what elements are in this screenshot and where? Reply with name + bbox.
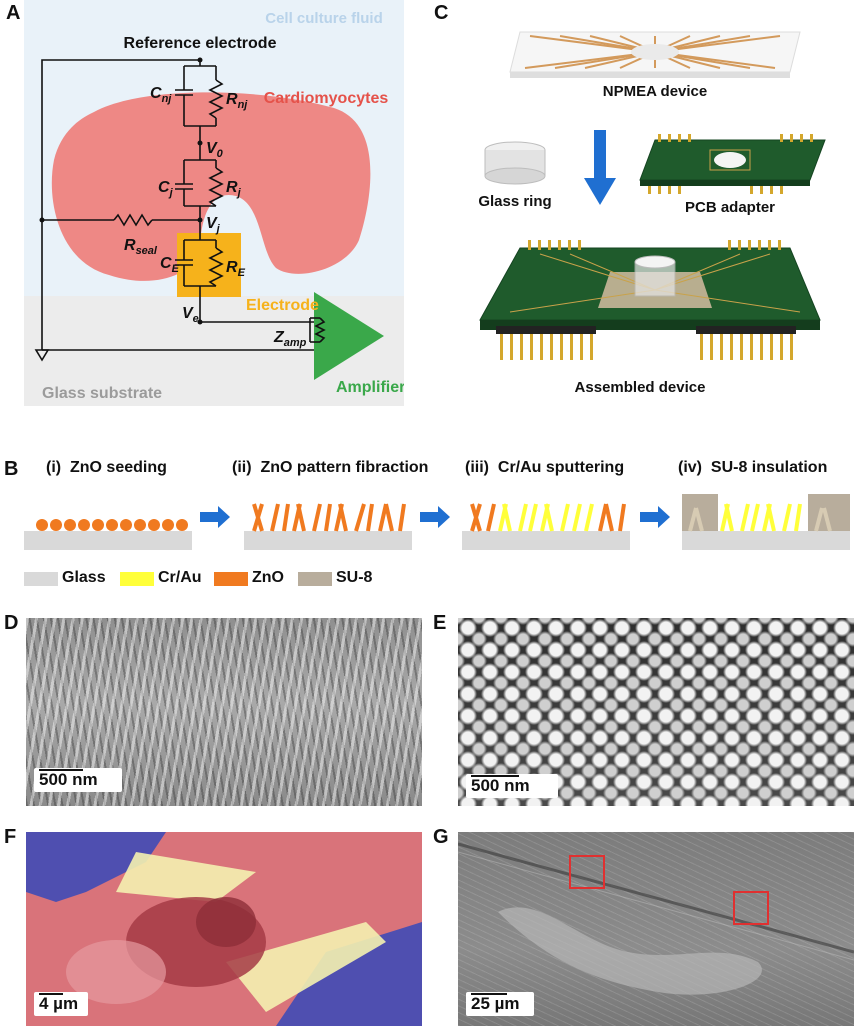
panel-c-assembly: NPMEA device Glass ring [430, 0, 858, 410]
fabrication-illustration [24, 494, 850, 550]
scale-bar-d: 500 nm [34, 768, 122, 792]
legend-swatch-zno [214, 572, 248, 586]
assembled-device-icon [479, 240, 821, 360]
svg-text:RE: RE [226, 259, 246, 279]
step-3-label: (iii) Cr/Au sputtering [465, 459, 625, 476]
panel-a-circuit: Cell culture fluid Reference electrode C… [24, 0, 405, 406]
sym-re: R [226, 259, 238, 276]
circuit-diagram: Cell culture fluid Reference electrode C… [24, 0, 405, 406]
scale-bar-f: 4 µm [34, 992, 88, 1016]
svg-text:V0: V0 [206, 140, 224, 160]
arrow-right-icon [420, 506, 450, 528]
legend-swatch-crau [120, 572, 154, 586]
arrow-right-icon [200, 506, 230, 528]
panel-letter-e: E [433, 612, 447, 634]
material-legend: Glass Cr/Au ZnO SU-8 [24, 568, 584, 590]
svg-text:Vj: Vj [206, 215, 221, 235]
glass-ring-label: Glass ring [478, 193, 551, 210]
panel-letter-d: D [4, 612, 19, 634]
sem-image-g: 25 µm [458, 832, 854, 1026]
legend-label-glass: Glass [62, 569, 106, 586]
svg-text:Rnj: Rnj [226, 91, 248, 111]
panel-b-fabrication: (i) ZnO seeding (ii) ZnO pattern fibract… [0, 456, 858, 596]
scale-bar-g: 25 µm [466, 992, 534, 1016]
assembled-device-label: Assembled device [575, 379, 706, 396]
npmea-label: NPMEA device [603, 83, 707, 100]
cardiomyocyte-shape [51, 92, 371, 281]
panel-letter-f: F [4, 826, 17, 848]
sym-zamp: Z [273, 329, 285, 346]
svg-text:CE: CE [160, 255, 180, 275]
zno-seed-dots [36, 519, 188, 531]
arrow-right-icon [640, 506, 670, 528]
panel-letter-c: C [434, 2, 449, 24]
glass-substrate-label: Glass substrate [42, 385, 162, 402]
sym-rseal: R [124, 237, 136, 254]
step-1-label: (i) ZnO seeding [46, 459, 167, 476]
sym-rnj: R [226, 91, 238, 108]
svg-text:Rj: Rj [226, 179, 242, 199]
legend-label-zno: ZnO [252, 569, 284, 586]
glass-ring-icon [484, 141, 546, 185]
step-4-label: (iv) SU-8 insulation [678, 459, 828, 476]
electrode-label: Electrode [246, 297, 319, 314]
pcb-adapter-icon [639, 134, 826, 194]
false-color-sem [26, 832, 422, 1026]
sym-vj: V [206, 215, 218, 232]
svg-text:Zamp: Zamp [273, 329, 307, 349]
svg-text:Cj: Cj [158, 179, 174, 199]
sem-image-d: 500 nm [26, 618, 422, 806]
sym-cnj: C [150, 85, 162, 102]
sem-image-f: 4 µm [26, 832, 422, 1026]
svg-text:Ve: Ve [182, 305, 199, 325]
pcb-adapter-label: PCB adapter [685, 199, 775, 216]
highlight-box-1 [569, 855, 605, 889]
panel-letter-g: G [433, 826, 449, 848]
legend-label-su8: SU-8 [336, 569, 373, 586]
legend-swatch-su8 [298, 572, 332, 586]
sym-cj: C [158, 179, 170, 196]
cardiomyocytes-label: Cardiomyocytes [264, 90, 389, 107]
panel-letter-a: A [6, 2, 21, 24]
highlight-box-2 [733, 891, 769, 925]
amplifier-triangle [314, 292, 384, 380]
sym-ce: C [160, 255, 172, 272]
legend-label-crau: Cr/Au [158, 569, 202, 586]
zno-nanorods [252, 503, 406, 532]
sem-image-e: 500 nm [458, 618, 854, 806]
down-arrow-icon [584, 130, 616, 205]
scale-bar-e: 500 nm [466, 774, 558, 798]
assembly-illustration: NPMEA device Glass ring [478, 31, 826, 396]
svg-text:Cnj: Cnj [150, 85, 172, 105]
cell-fluid-label: Cell culture fluid [265, 10, 383, 27]
sym-rj: R [226, 179, 238, 196]
panel-letter-b: B [4, 458, 19, 480]
step-2-label: (ii) ZnO pattern fibraction [232, 459, 429, 476]
sym-ve: V [182, 305, 194, 322]
sem-overview [458, 842, 854, 995]
legend-swatch-glass [24, 572, 58, 586]
reference-electrode-label: Reference electrode [124, 35, 277, 52]
amplifier-label: Amplifier [336, 379, 404, 396]
svg-text:Rseal: Rseal [124, 237, 158, 257]
sym-v0: V [206, 140, 218, 157]
